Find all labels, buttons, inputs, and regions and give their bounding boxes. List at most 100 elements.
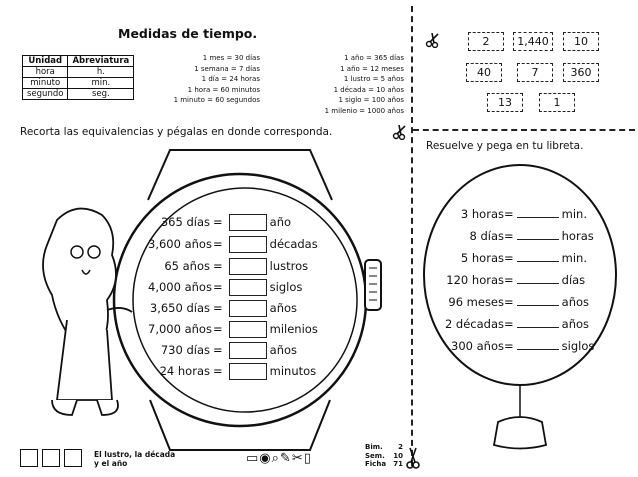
cutout-card[interactable]: 10 (563, 32, 599, 51)
book-icon: ▭ (246, 451, 260, 466)
wizard-character (42, 207, 133, 416)
activity-icons (20, 449, 88, 467)
balloon-exercise: 3 horas=min. (438, 207, 587, 221)
watch-exercise: 3,600 años= décadas (148, 236, 318, 253)
equivalence-item: 1 década = 10 años (333, 85, 404, 94)
answer-box[interactable] (228, 279, 267, 296)
table-cell: minuto (21, 77, 69, 89)
table-row: segundo seg. (21, 88, 135, 100)
exercise-quantity: 65 años (164, 259, 210, 273)
table-row: minuto min. (21, 77, 135, 89)
scissors-icon (425, 32, 439, 48)
abbreviation-table: Unidad Abreviatura hora h. minuto min. s… (21, 55, 135, 100)
exercise-quantity: 730 días (160, 343, 210, 357)
cut-instruction: Recorta las equivalencias y pégalas en d… (20, 126, 333, 138)
cutout-card[interactable]: 7 (517, 63, 553, 82)
answer-box[interactable] (228, 342, 267, 359)
cutout-card[interactable]: 40 (466, 63, 502, 82)
equals-sign: = (213, 259, 223, 273)
exercise-unit: décadas (269, 237, 318, 251)
cutout-card[interactable]: 360 (563, 63, 599, 82)
exercise-quantity: 3 horas (460, 207, 504, 221)
exercise-quantity: 2 décadas (444, 317, 504, 331)
table-header: Unidad (21, 55, 69, 67)
exercise-quantity: 96 meses (448, 295, 504, 309)
exercise-unit: años (269, 301, 298, 315)
table-row: hora h. (21, 66, 135, 78)
horizontal-cut-line (413, 129, 635, 131)
answer-box[interactable] (228, 363, 267, 380)
equals-sign: = (213, 237, 223, 251)
exercise-unit: siglos (561, 339, 595, 353)
balloon-exercise: 96 meses=años (438, 295, 589, 309)
cutout-card[interactable]: 1,440 (513, 32, 553, 51)
equals-sign: = (504, 207, 514, 221)
glue-icon: ▯ (303, 451, 312, 466)
balloon-exercise: 2 décadas= años (438, 317, 589, 331)
exercise-quantity: 300 años (451, 339, 504, 353)
watch-exercise: 3,650 días=años (148, 300, 297, 317)
exercise-unit: min. (561, 251, 587, 265)
exercise-quantity: 8 días (469, 229, 504, 243)
magnifier-icon: ⌕ (271, 451, 280, 466)
answer-box[interactable] (228, 321, 267, 338)
equals-sign: = (213, 280, 223, 294)
answer-line[interactable] (516, 217, 559, 218)
exercise-unit: siglos (269, 280, 303, 294)
eye-icon: ◉ (259, 451, 272, 466)
equals-sign: = (504, 295, 514, 309)
equivalence-item: 1 hora = 60 minutos (187, 85, 260, 94)
sem-value: 10 (393, 451, 403, 460)
answer-box[interactable] (228, 236, 267, 253)
answer-line[interactable] (516, 349, 559, 350)
exercise-quantity: 3,600 años (148, 237, 212, 251)
balloon-illustration (423, 164, 617, 450)
equivalence-item: 1 año = 12 meses (340, 64, 404, 73)
equals-sign: = (504, 317, 514, 331)
balloon-exercise: 120 horas=días (438, 273, 585, 287)
equals-sign: = (504, 273, 514, 287)
answer-line[interactable] (516, 283, 559, 284)
equals-sign: = (213, 322, 223, 336)
table-cell: segundo (21, 88, 69, 100)
answer-box[interactable] (228, 300, 267, 317)
scissors-icon: ✂ (291, 451, 304, 466)
watch-exercise: 4,000 años=siglos (148, 279, 302, 296)
equivalence-item: 1 año = 365 días (344, 54, 404, 62)
cutout-card[interactable]: 1 (539, 93, 575, 112)
equivalence-item: 1 mes = 30 días (202, 54, 260, 62)
equivalence-item: 1 día = 24 horas (201, 75, 260, 84)
exercise-unit: horas (561, 229, 594, 243)
tool-icons: ▭◉⌕✎✂▯ (246, 451, 312, 466)
topic-label: El lustro, la década y el año (94, 450, 175, 468)
equals-sign: = (213, 215, 223, 229)
answer-line[interactable] (516, 239, 559, 240)
ficha-value: 71 (393, 460, 403, 468)
table-header-row: Unidad Abreviatura (21, 55, 135, 67)
answer-box[interactable] (228, 214, 267, 231)
answer-line[interactable] (516, 327, 559, 328)
exercise-quantity: 365 días (160, 215, 210, 229)
balloon-exercise: 5 horas=min. (438, 251, 587, 265)
drawing-icon (20, 449, 38, 467)
cutout-card[interactable]: 13 (487, 93, 523, 112)
equals-sign: = (213, 343, 223, 357)
exercise-unit: años (269, 343, 298, 357)
group-work-icon (42, 449, 60, 467)
answer-line[interactable] (516, 305, 559, 306)
table-cell: h. (67, 66, 135, 78)
cutout-card[interactable]: 2 (468, 32, 504, 51)
answer-box[interactable] (228, 258, 267, 275)
pencil-icon: ✎ (279, 451, 292, 466)
exercise-unit: milenios (269, 322, 318, 336)
answer-line[interactable] (516, 261, 559, 262)
exercise-unit: minutos (269, 364, 317, 378)
watch-exercise: 365 días=año (148, 214, 291, 231)
topic-line: y el año (94, 459, 128, 468)
equivalence-item: 1 lustro = 5 años (343, 75, 404, 84)
equals-sign: = (213, 364, 223, 378)
equals-sign: = (504, 251, 514, 265)
solve-instruction: Resuelve y pega en tu libreta. (426, 140, 584, 152)
exercise-unit: años (561, 317, 590, 331)
